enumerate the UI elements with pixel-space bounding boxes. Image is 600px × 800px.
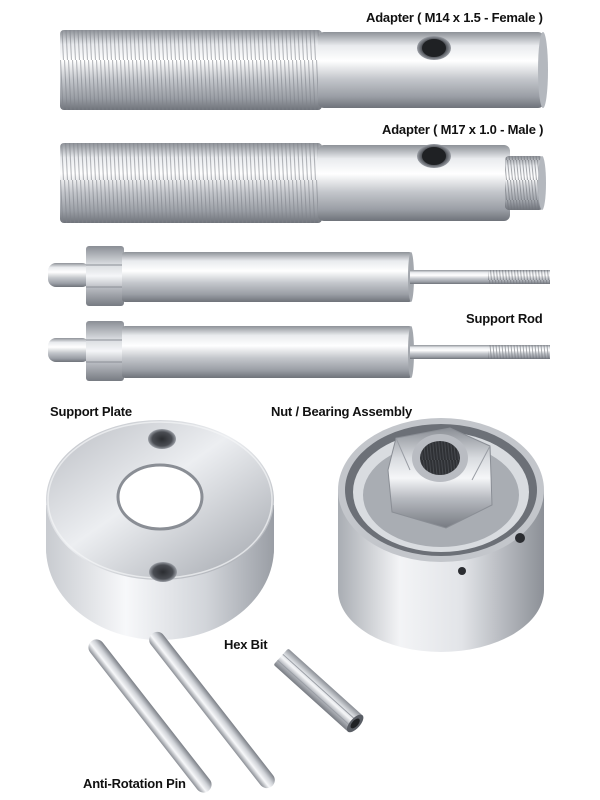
support-plate-label: Support Plate	[50, 404, 132, 419]
nut-bearing-label: Nut / Bearing Assembly	[271, 404, 413, 419]
nut-bearing-assembly	[338, 418, 544, 652]
support-plate	[46, 420, 274, 640]
adapter-male	[60, 143, 546, 223]
anti-rotation-pin-label: Anti-Rotation Pin	[83, 776, 186, 791]
support-rod-label: Support Rod	[466, 311, 543, 326]
adapter-female	[60, 30, 548, 110]
adapter-female-label: Adapter ( M14 x 1.5 - Female )	[366, 10, 543, 25]
anti-rotation-pin-2	[149, 631, 275, 789]
support-rod-1	[48, 246, 550, 306]
hex-bit-label: Hex Bit	[224, 637, 268, 652]
adapter-male-label: Adapter ( M17 x 1.0 - Male )	[382, 122, 544, 137]
support-rod-2	[48, 321, 550, 381]
hex-bit	[274, 649, 364, 733]
anti-rotation-pin-1	[88, 639, 212, 793]
